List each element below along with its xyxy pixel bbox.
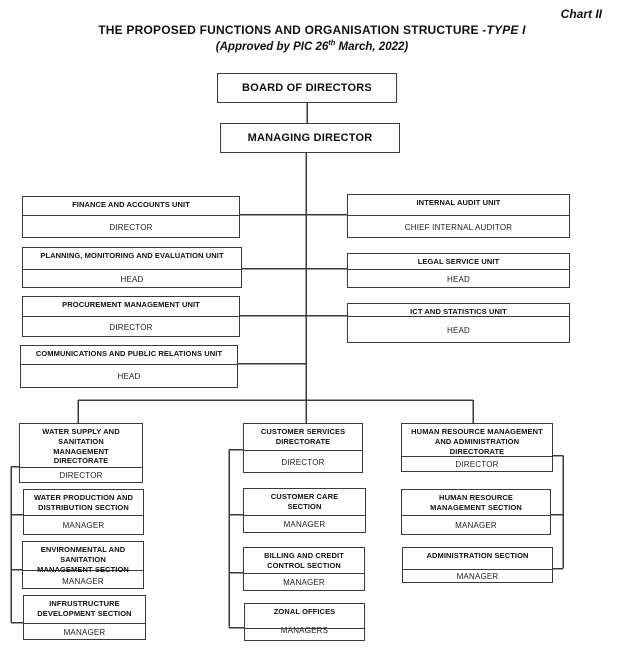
box-hr-management-section: HUMAN RESOURCE MANAGEMENT SECTION MANAGE… — [401, 489, 551, 535]
unit-role: DIRECTOR — [109, 322, 153, 332]
unit-role: HEAD — [446, 274, 471, 284]
section-title: ZONAL OFFICES — [273, 607, 336, 616]
chart-number-label: Chart II — [560, 7, 602, 21]
box-finance-accounts-unit: FINANCE AND ACCOUNTS UNIT DIRECTOR — [22, 196, 240, 238]
box-zonal-offices: ZONAL OFFICES MANAGERS — [244, 603, 365, 641]
section-role: MANAGER — [63, 627, 106, 637]
unit-title: COMMUNICATIONS AND PUBLIC RELATIONS UNIT — [35, 349, 223, 358]
directorate-role: DIRECTOR — [455, 460, 499, 469]
box-board-of-directors: BOARD OF DIRECTORS — [217, 73, 397, 103]
unit-title: ICT AND STATISTICS UNIT — [410, 307, 507, 316]
box-procurement-unit: PROCUREMENT MANAGEMENT UNIT DIRECTOR — [22, 296, 240, 337]
section-role: MANAGER — [283, 520, 326, 529]
box-environmental-sanitation-section: ENVIRONMENTAL AND SANITATION MANAGEMENT … — [22, 541, 144, 589]
directorate-role: DIRECTOR — [281, 457, 325, 467]
box-ict-statistics-unit: ICT AND STATISTICS UNIT HEAD — [347, 303, 570, 343]
unit-role: DIRECTOR — [109, 222, 153, 232]
page-title: THE PROPOSED FUNCTIONS AND ORGANISATION … — [0, 23, 624, 37]
box-customer-care-section: CUSTOMER CARE SECTION MANAGER — [243, 488, 366, 533]
box-internal-audit-unit: INTERNAL AUDIT UNIT CHIEF INTERNAL AUDIT… — [347, 194, 570, 238]
section-title: BILLING AND CREDIT CONTROL SECTION — [264, 551, 344, 570]
unit-title: LEGAL SERVICE UNIT — [417, 257, 500, 266]
box-administration-section: ADMINISTRATION SECTION MANAGER — [402, 547, 553, 583]
unit-title: PROCUREMENT MANAGEMENT UNIT — [62, 300, 200, 309]
box-planning-monitoring-unit: PLANNING, MONITORING AND EVALUATION UNIT… — [22, 247, 242, 288]
box-customer-services-directorate: CUSTOMER SERVICES DIRECTORATE DIRECTOR — [243, 423, 363, 473]
directorate-title: CUSTOMER SERVICES DIRECTORATE — [260, 427, 346, 446]
unit-title: FINANCE AND ACCOUNTS UNIT — [72, 200, 190, 209]
box-legal-service-unit: LEGAL SERVICE UNIT HEAD — [347, 253, 570, 288]
page-title-type: -TYPE I — [482, 23, 526, 37]
unit-role: CHIEF INTERNAL AUDITOR — [404, 222, 513, 232]
unit-role: HEAD — [120, 274, 144, 284]
page-title-main: THE PROPOSED FUNCTIONS AND ORGANISATION … — [98, 23, 483, 37]
box-water-supply-directorate: WATER SUPPLY AND SANITATION MANAGEMENT D… — [19, 423, 143, 483]
box-infrastructure-development-section: INFRUSTRUCTURE DEVELOPMENT SECTION MANAG… — [23, 595, 146, 640]
section-title: HUMAN RESOURCE MANAGEMENT SECTION — [430, 493, 522, 512]
section-role: MANAGER — [62, 521, 105, 530]
directorate-title: WATER SUPPLY AND SANITATION MANAGEMENT D… — [42, 427, 120, 466]
section-role: MANAGER — [62, 576, 104, 586]
section-title: INFRUSTRUCTURE DEVELOPMENT SECTION — [37, 599, 132, 618]
unit-role: HEAD — [117, 372, 141, 381]
directorate-title: HUMAN RESOURCE MANAGEMENT AND ADMINISTRA… — [411, 427, 543, 456]
section-role: MANAGERS — [280, 625, 329, 635]
section-title: WATER PRODUCTION AND DISTRIBUTION SECTIO… — [33, 493, 134, 512]
unit-role: HEAD — [446, 325, 471, 335]
section-title: ADMINISTRATION SECTION — [426, 551, 529, 560]
box-water-production-section: WATER PRODUCTION AND DISTRIBUTION SECTIO… — [23, 489, 144, 535]
section-role: MANAGER — [455, 521, 497, 530]
section-role: MANAGER — [456, 572, 499, 581]
section-title: ENVIRONMENTAL AND SANITATION MANAGEMENT … — [37, 545, 129, 574]
box-hr-admin-directorate: HUMAN RESOURCE MANAGEMENT AND ADMINISTRA… — [401, 423, 553, 472]
unit-title: PLANNING, MONITORING AND EVALUATION UNIT — [40, 251, 224, 260]
box-communications-unit: COMMUNICATIONS AND PUBLIC RELATIONS UNIT… — [20, 345, 238, 388]
directorate-role: DIRECTOR — [59, 471, 103, 480]
section-role: MANAGER — [283, 578, 325, 587]
box-billing-credit-section: BILLING AND CREDIT CONTROL SECTION MANAG… — [243, 547, 365, 591]
box-managing-director: MANAGING DIRECTOR — [220, 123, 400, 153]
page-subtitle: (Approved by PIC 26th March, 2022) — [215, 38, 409, 53]
unit-title: INTERNAL AUDIT UNIT — [416, 198, 501, 207]
section-title: CUSTOMER CARE SECTION — [270, 492, 339, 511]
